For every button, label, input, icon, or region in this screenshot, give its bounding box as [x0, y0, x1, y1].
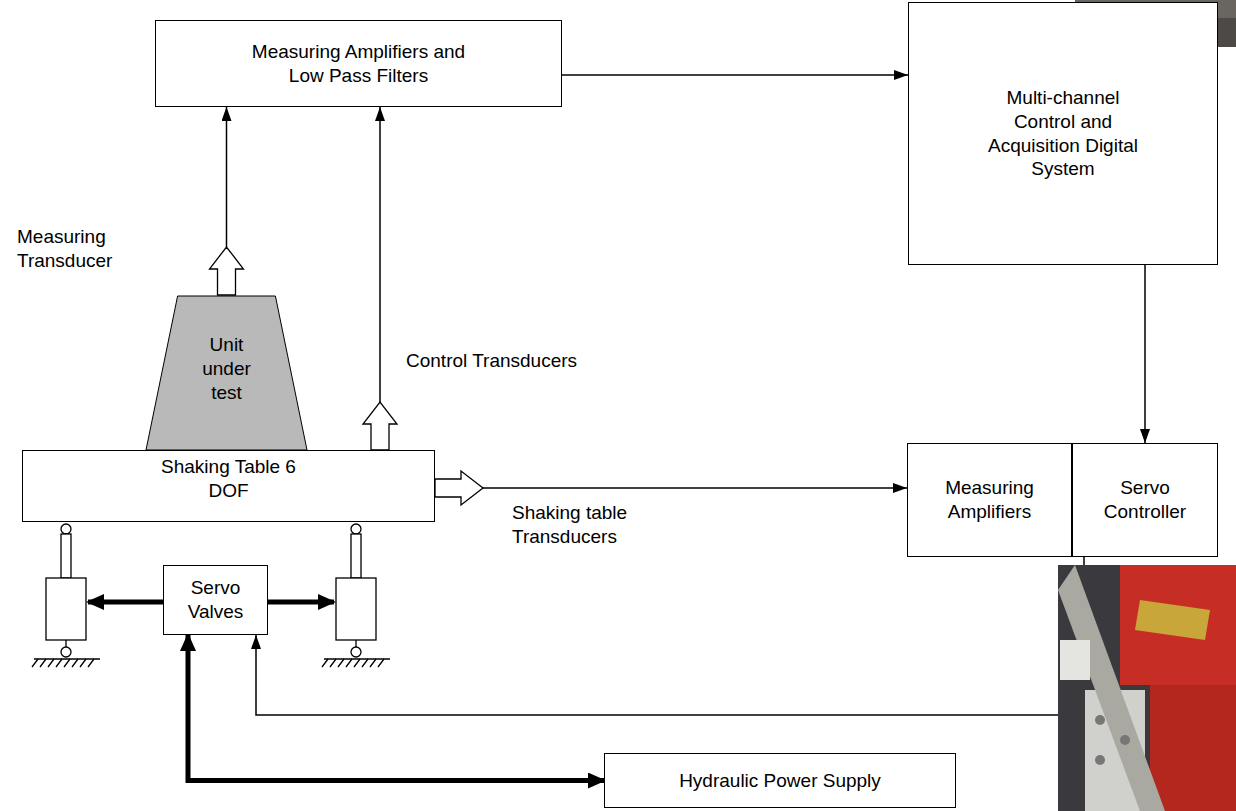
unit-under-test: Unit under test — [145, 295, 308, 450]
edge-label: Shaking table Transducers — [510, 500, 714, 550]
signal-arrow — [210, 107, 244, 295]
hydraulic-actuator — [322, 524, 390, 667]
signal-arrow — [1145, 265, 1146, 443]
node-text: Unit under test — [192, 333, 262, 404]
process-box: Servo Controller — [1072, 443, 1218, 557]
hydraulic-actuator — [32, 524, 100, 667]
signal-arrow — [363, 107, 397, 450]
hydraulic-line — [88, 600, 163, 605]
signal-arrow — [256, 557, 1084, 715]
node-text: Measuring Amplifiers and Low Pass Filter… — [234, 40, 484, 88]
node-text: Servo Controller — [1090, 476, 1200, 524]
node-text: Hydraulic Power Supply — [679, 769, 881, 793]
edge-label: Control Transducers — [404, 348, 579, 374]
signal-arrow — [562, 75, 908, 76]
process-box: Servo Valves — [163, 565, 268, 635]
hydraulic-line — [188, 635, 604, 781]
hydraulic-line — [268, 600, 334, 605]
node-text: Shaking Table 6 DOF — [149, 455, 309, 503]
process-box: Measuring Amplifiers — [907, 443, 1072, 557]
node-text: Multi-channel Control and Acquisition Di… — [983, 86, 1143, 181]
machine-photo — [1058, 565, 1236, 811]
node-text: Measuring Amplifiers — [935, 476, 1045, 524]
node-text: Servo Valves — [176, 576, 256, 624]
edge-label: Measuring Transducer — [15, 224, 179, 274]
process-box: Hydraulic Power Supply — [604, 753, 956, 808]
process-box: Measuring Amplifiers and Low Pass Filter… — [155, 20, 562, 107]
shaking-table: Shaking Table 6 DOF — [22, 450, 435, 522]
system-box: Multi-channel Control and Acquisition Di… — [908, 2, 1218, 265]
